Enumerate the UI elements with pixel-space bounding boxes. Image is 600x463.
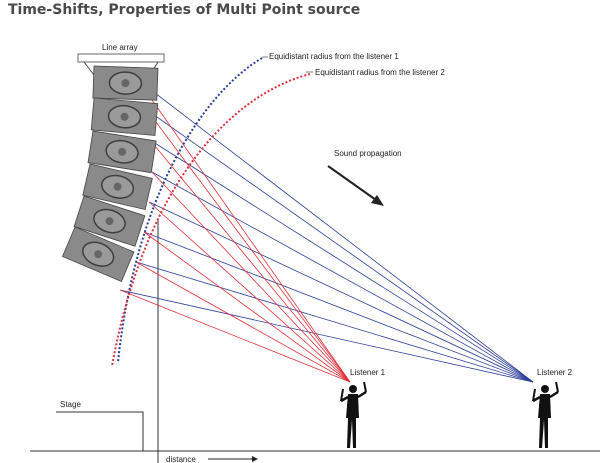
speaker-cabinet-icon <box>82 163 153 211</box>
page-title: Time-Shifts, Properties of Multi Point s… <box>8 2 361 18</box>
rays-listener-1 <box>119 79 351 383</box>
distance-label: distance <box>166 455 196 463</box>
speaker-cabinet-icon <box>87 130 157 174</box>
stage-outline <box>56 411 144 451</box>
sound-propagation-label: Sound propagation <box>334 149 402 158</box>
speaker-cabinet-icon <box>73 195 146 247</box>
equidistant-arc-listener-2 <box>111 73 311 367</box>
line-array: Line array <box>61 43 165 282</box>
listener-2-label: Listener 2 <box>537 368 573 377</box>
person-silhouette-icon <box>532 381 559 448</box>
rigging-bar <box>77 53 165 63</box>
radius-listener-2-label: Equidistant radius from the listener 2 <box>315 68 445 77</box>
person-silhouette-icon <box>340 381 367 448</box>
stage-label: Stage <box>60 400 81 409</box>
propagation-arrow-icon <box>327 165 384 206</box>
speaker-cabinet-icon <box>92 65 159 101</box>
radius-listener-1-label: Equidistant radius from the listener 1 <box>269 52 399 61</box>
stage-and-ground <box>30 220 600 463</box>
listener-1-label: Listener 1 <box>350 368 386 377</box>
distance-arrow-icon <box>208 456 258 462</box>
rays-listener-2 <box>119 79 534 383</box>
speaker-cabinet-icon <box>61 226 135 282</box>
line-array-label: Line array <box>102 43 138 52</box>
speaker-cabinet-icon <box>90 97 159 136</box>
